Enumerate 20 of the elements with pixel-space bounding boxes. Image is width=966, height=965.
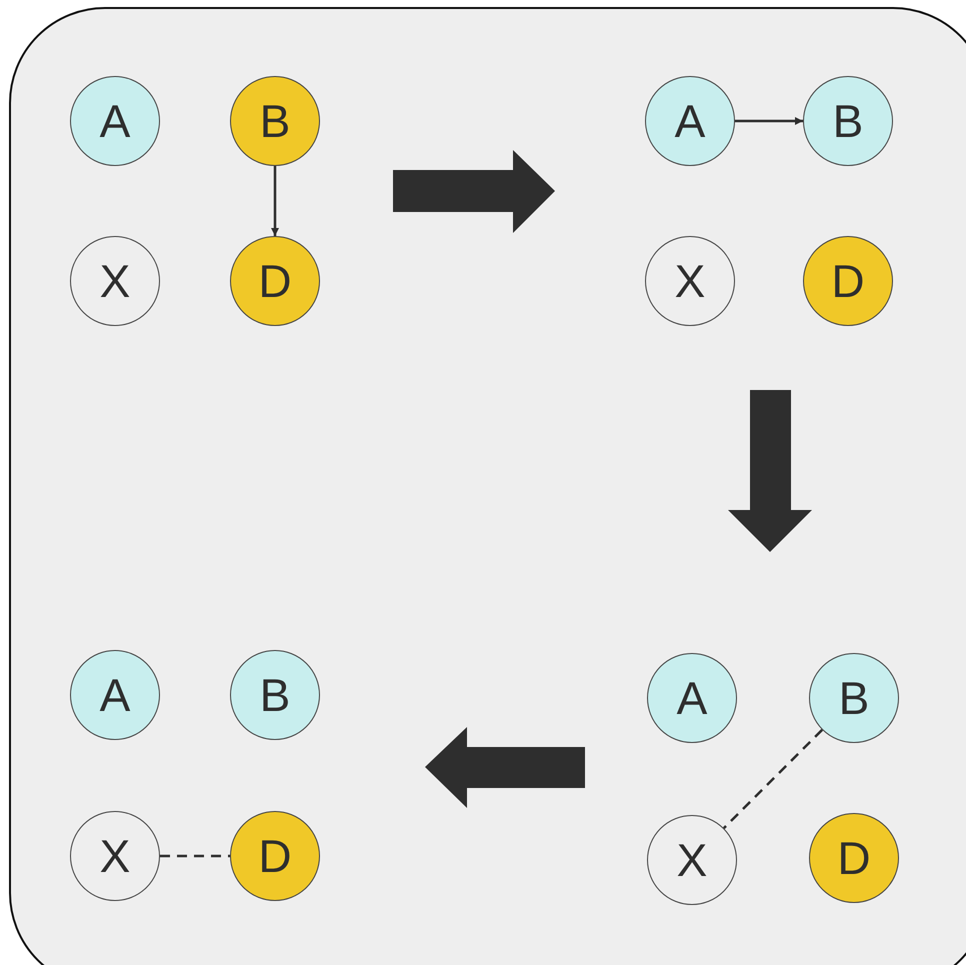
node-label: B xyxy=(838,675,870,721)
node-label: A xyxy=(676,675,708,721)
arrow xyxy=(735,117,803,125)
node-label: B xyxy=(260,98,290,144)
node-label: D xyxy=(258,833,292,879)
connector-line xyxy=(160,854,230,858)
node-label: X xyxy=(100,258,130,304)
node-label: B xyxy=(832,98,864,144)
node-label: D xyxy=(837,835,871,881)
arrow xyxy=(271,166,279,236)
node-label: X xyxy=(676,837,708,883)
node-label: X xyxy=(674,258,706,304)
node-label: A xyxy=(674,98,706,144)
node-label: A xyxy=(100,98,130,144)
node-label: A xyxy=(100,672,130,718)
connector-line xyxy=(722,728,824,830)
node-label: X xyxy=(100,833,130,879)
node-label: D xyxy=(831,258,865,304)
node-label: B xyxy=(260,672,290,718)
node-label: D xyxy=(258,258,292,304)
